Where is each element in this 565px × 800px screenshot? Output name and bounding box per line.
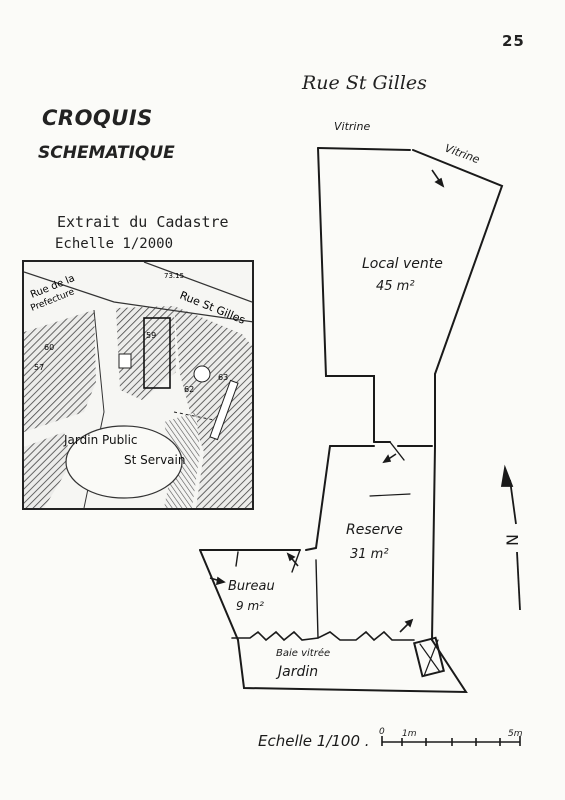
storage-box-cross — [419, 639, 441, 677]
title-croquis: CROQUIS — [42, 106, 153, 130]
wall-vitrine-2 — [412, 149, 504, 375]
label-jardin-public: Jardin Public — [63, 433, 138, 447]
parcel-number: 63 — [218, 373, 228, 382]
wall-bureau-top-2 — [305, 547, 317, 551]
parcel-outline — [143, 317, 171, 389]
label-reserve-area: 31 m² — [350, 547, 389, 562]
cadastre-block-east — [174, 306, 252, 508]
wall-east — [431, 373, 436, 641]
parcel-number: 73.15 — [164, 272, 184, 280]
scale-tick-5m: 5m — [508, 729, 523, 739]
reserve-mark — [369, 493, 411, 497]
storage-box — [413, 636, 445, 678]
small-building — [118, 353, 132, 369]
cadastre-map-svg: Rue de la Prefecture Rue St Gilles Jardi… — [24, 262, 252, 508]
wall-vitrine-1 — [317, 147, 411, 151]
label-baie-vitree: Baie vitrée — [276, 647, 330, 659]
door-swing — [389, 441, 405, 461]
north-arrow-head — [500, 464, 514, 487]
wall-bureau-west — [199, 549, 239, 641]
parcel-number: 62 — [184, 385, 194, 394]
label-bureau-area: 9 m² — [236, 599, 264, 613]
label-local-vente-area: 45 m² — [376, 279, 415, 294]
label-north: N — [503, 534, 522, 546]
road-edge — [24, 271, 252, 323]
road-edge — [143, 262, 252, 303]
baie-vitree-line — [231, 630, 415, 642]
cadastre-block-west — [24, 310, 96, 432]
arrow-head — [404, 618, 414, 628]
label-vitrine-2: Vitrine — [443, 142, 482, 167]
north-arrow-icon — [500, 464, 521, 611]
round-structure — [193, 365, 211, 383]
wall-partition — [315, 559, 319, 639]
cadastre-title: Extrait du Cadastre — [57, 213, 229, 231]
long-building — [209, 379, 239, 441]
title-schematique: SCHEMATIQUE — [38, 143, 175, 163]
label-jardin: Jardin — [275, 664, 318, 680]
north-arrow-shaft — [509, 479, 517, 525]
scale-label: Echelle 1/100 . — [258, 732, 370, 750]
north-arrow-tail — [516, 551, 521, 611]
arrow-head — [434, 177, 445, 188]
cadastre-map: Rue de la Prefecture Rue St Gilles Jardi… — [22, 260, 254, 510]
parcel-number: 60 — [44, 343, 54, 352]
cadastre-scale: Echelle 1/2000 — [55, 236, 174, 252]
street-name-label: Rue St Gilles — [302, 72, 427, 94]
page-number: 25 — [502, 32, 525, 50]
scale-bar — [381, 736, 521, 746]
wall-jardin — [237, 639, 468, 694]
wall-reserve-west — [315, 445, 331, 549]
label-vitrine-1: Vitrine — [334, 120, 370, 133]
cadastre-block-southwest — [24, 432, 72, 508]
arrow-head — [216, 576, 226, 586]
arrow-head — [286, 552, 296, 562]
wall-local-west — [317, 147, 375, 443]
garden-outline — [65, 425, 183, 499]
label-local-vente: Local vente — [362, 256, 443, 272]
door-swing — [235, 551, 239, 567]
label-st-servain: St Servain — [124, 453, 185, 467]
cadastre-block-central — [116, 306, 176, 400]
door-swing — [291, 549, 301, 573]
parcel-number: 59 — [146, 331, 156, 340]
scale-tick-1m: 1m — [402, 729, 417, 739]
label-reserve: Reserve — [346, 522, 403, 538]
scale-tick-0: 0 — [379, 727, 385, 737]
label-bureau: Bureau — [228, 579, 275, 594]
parcel-number: 57 — [34, 363, 44, 372]
arrow-head — [382, 454, 392, 464]
